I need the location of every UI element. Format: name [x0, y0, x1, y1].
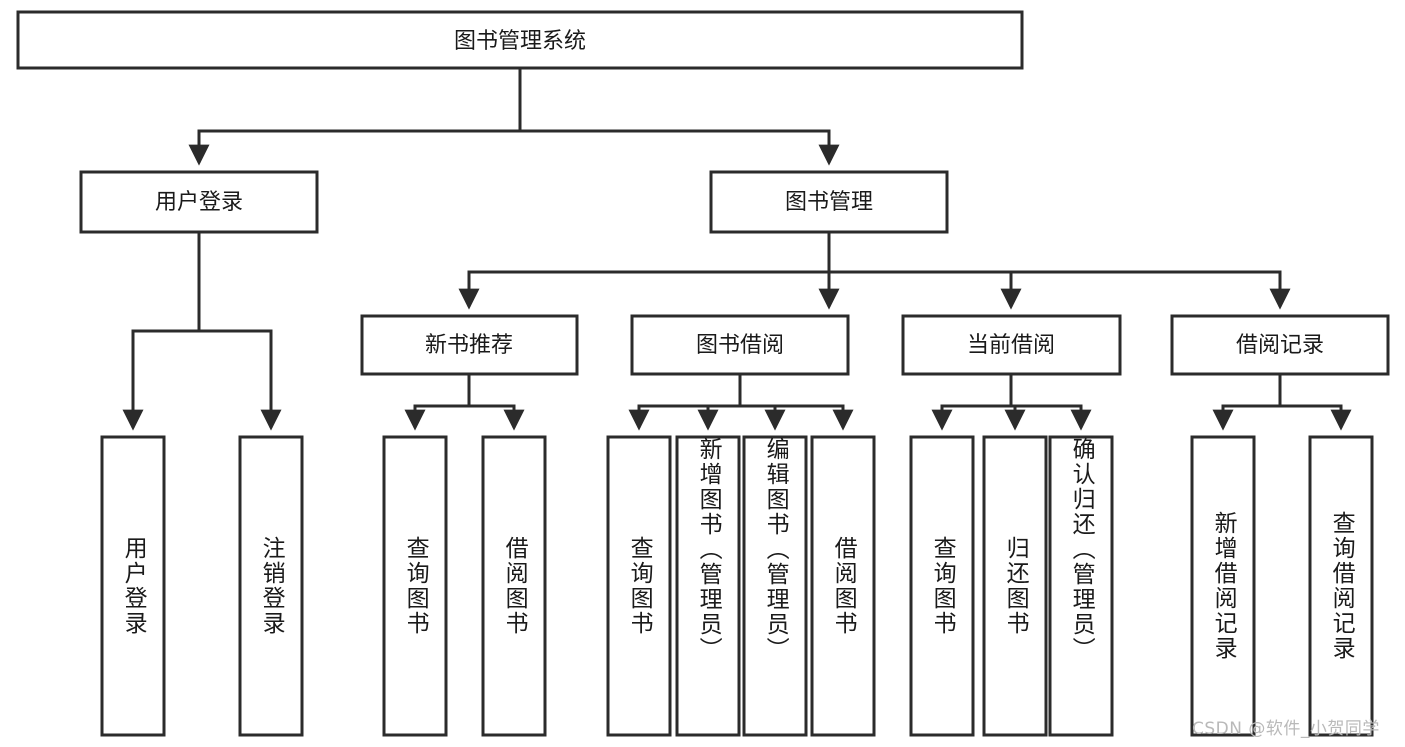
node-book-manage[interactable]: 图书管理 — [709, 170, 949, 234]
connector-current-to-leaf-1 — [931, 374, 1013, 431]
node-new-book-recommend-box[interactable] — [360, 314, 579, 376]
leaf-box-add-book-admin[interactable] — [675, 435, 741, 737]
node-borrow-record[interactable]: 借阅记录 — [1170, 314, 1390, 376]
node-book-manage-box[interactable] — [709, 170, 949, 234]
node-book-borrow-label: 图书借阅 — [696, 333, 784, 358]
connector-root-to-book-manage — [520, 129, 840, 166]
leaf-box-query-book-current[interactable] — [909, 435, 975, 737]
node-new-book-recommend[interactable]: 新书推荐 — [360, 314, 579, 376]
node-current-borrow-label: 当前借阅 — [967, 333, 1055, 358]
connector-record-to-leaf-1 — [1212, 374, 1282, 431]
leaf-box-borrow-book-new[interactable] — [481, 435, 547, 737]
leaf-box-borrow-book[interactable] — [810, 435, 876, 737]
connector-bookmanage-to-current — [829, 270, 1022, 310]
node-borrow-record-label: 借阅记录 — [1236, 333, 1324, 358]
node-borrow-record-box[interactable] — [1170, 314, 1390, 376]
connector-root-to-user-login — [188, 68, 522, 166]
node-user-login-box[interactable] — [79, 170, 319, 234]
connector-userlogin-to-leaf-1 — [122, 232, 201, 431]
node-book-borrow[interactable]: 图书借阅 — [630, 314, 850, 376]
leaf-box-query-borrow-record[interactable] — [1308, 435, 1374, 737]
leaf-box-confirm-return-admin[interactable] — [1048, 435, 1114, 737]
leaf-box-user-login[interactable] — [100, 435, 166, 737]
connector-current-to-leaf-2 — [1004, 404, 1026, 431]
leaf-box-return-book[interactable] — [982, 435, 1048, 737]
connector-borrow-to-leaf-2 — [697, 404, 740, 431]
connector-lines — [122, 68, 1352, 431]
node-root[interactable]: 图书管理系统 — [16, 10, 1024, 70]
leaf-node-boxes — [100, 435, 1374, 737]
connector-current-to-leaf-3 — [1011, 404, 1092, 431]
node-root-label: 图书管理系统 — [454, 29, 586, 54]
watermark-text: CSDN @软件_小贺同学 — [1192, 719, 1380, 739]
leaf-box-add-borrow-record[interactable] — [1190, 435, 1256, 737]
node-root-box[interactable] — [16, 10, 1024, 70]
node-current-borrow[interactable]: 当前借阅 — [901, 314, 1122, 376]
connector-newbook-to-leaf-1 — [404, 374, 471, 431]
connector-record-to-leaf-2 — [1280, 404, 1352, 431]
leaf-box-edit-book-admin[interactable] — [742, 435, 808, 737]
connector-borrow-to-leaf-3 — [740, 404, 786, 431]
connector-borrow-to-leaf-1 — [628, 374, 742, 431]
node-user-login[interactable]: 用户登录 — [79, 170, 319, 234]
leaf-box-logout[interactable] — [238, 435, 304, 737]
node-user-login-label: 用户登录 — [155, 190, 243, 215]
node-book-manage-label: 图书管理 — [785, 190, 873, 215]
connector-bookmanage-to-newbook — [458, 232, 831, 310]
node-book-borrow-box[interactable] — [630, 314, 850, 376]
connector-borrow-to-leaf-4 — [740, 404, 854, 431]
connector-newbook-to-leaf-2 — [469, 404, 525, 431]
node-current-borrow-box[interactable] — [901, 314, 1122, 376]
leaf-box-query-book-borrow[interactable] — [606, 435, 672, 737]
leaf-box-query-book-new[interactable] — [382, 435, 448, 737]
node-new-book-recommend-label: 新书推荐 — [425, 333, 513, 358]
connector-bookmanage-to-record — [829, 270, 1291, 310]
connector-userlogin-to-leaf-2 — [199, 329, 282, 431]
